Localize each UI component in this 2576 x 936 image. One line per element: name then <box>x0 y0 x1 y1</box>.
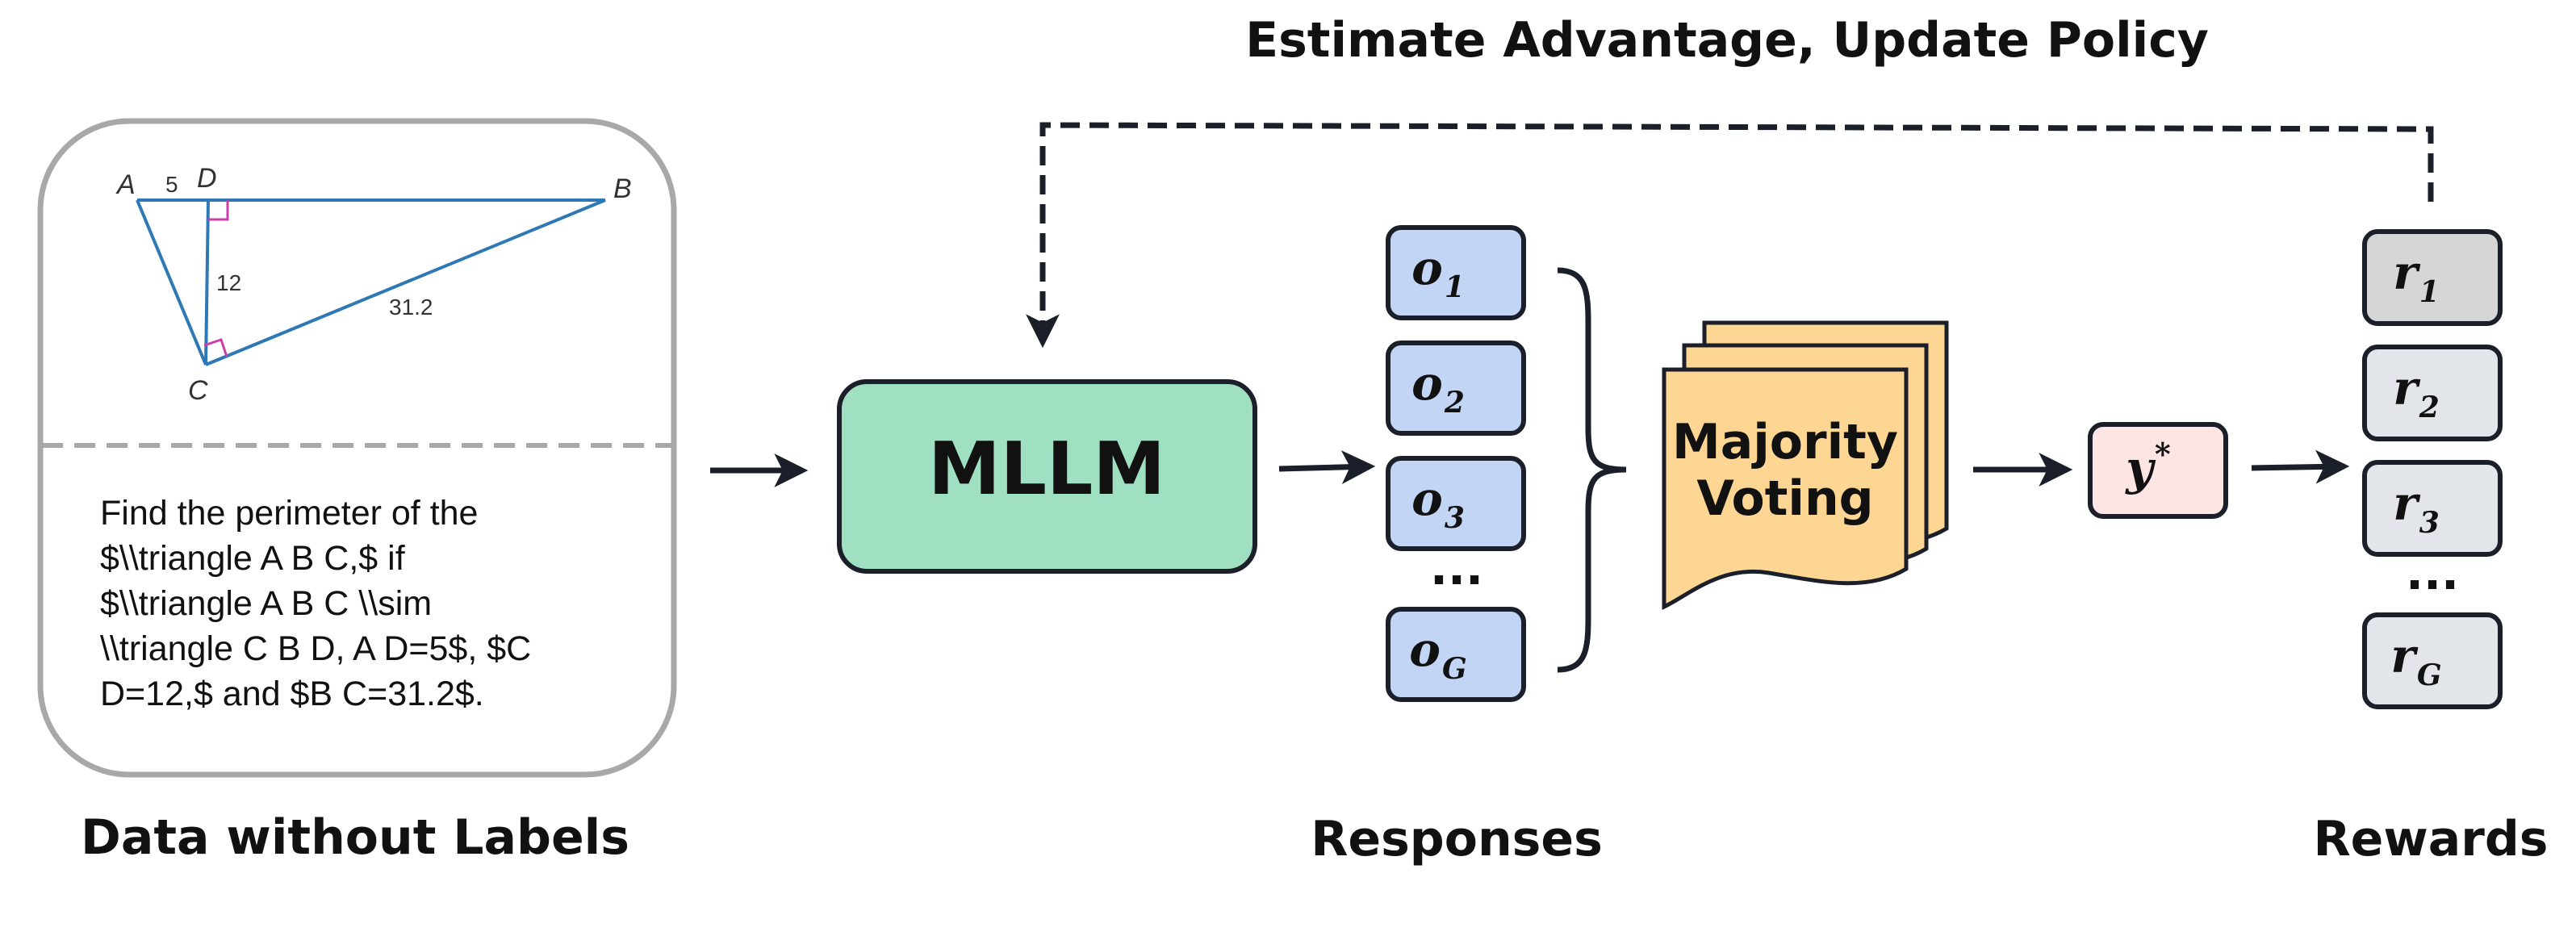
model-label: MLLM <box>928 427 1165 512</box>
reward-symbol: r <box>2393 476 2421 531</box>
reward-subscript: 3 <box>2419 506 2440 540</box>
reward-box-g: rG <box>2362 612 2503 709</box>
edge-cd <box>204 199 210 366</box>
reward-box-3: r3 <box>2362 460 2503 557</box>
majority-voting-stack: Majority Voting <box>1662 320 1949 610</box>
problem-line: \\triangle C B D, A D=5$, $C <box>100 629 532 668</box>
reward-symbol: r <box>2393 245 2421 300</box>
arrow-model-to-responses <box>1278 449 1376 484</box>
response-symbol: o <box>1411 356 1443 411</box>
problem-statement: Find the perimeter of the $\\triangle A … <box>100 491 649 717</box>
reward-symbol: r <box>2393 361 2421 416</box>
responses-caption: Responses <box>1311 811 1603 867</box>
reward-subscript: 1 <box>2419 275 2440 309</box>
length-label-ad: 5 <box>165 172 178 197</box>
problem-line: $\\triangle A B C \\sim <box>100 584 433 623</box>
reward-symbol: r <box>2390 629 2419 683</box>
svg-text:r2: r2 <box>2393 361 2440 424</box>
vertex-label-c: C <box>188 375 208 406</box>
rewards-ellipsis: ... <box>2406 545 2459 600</box>
response-symbol: o <box>1411 240 1443 295</box>
response-box-1: o1 <box>1386 225 1526 320</box>
feedback-loop-arrow <box>1026 122 2434 349</box>
consensus-symbol: y <box>2124 441 2156 495</box>
consensus-superscript: * <box>2155 436 2171 472</box>
response-subscript: 3 <box>1445 501 1465 535</box>
voting-label-line2: Voting <box>1696 470 1873 527</box>
edge-bc <box>205 198 606 366</box>
svg-text:r3: r3 <box>2393 476 2440 540</box>
right-angle-mark-d <box>208 200 229 221</box>
edge-ac <box>136 199 207 366</box>
consensus-box <box>2088 422 2228 519</box>
rewards-caption: Rewards <box>2313 811 2548 867</box>
response-symbol: o <box>1411 471 1443 526</box>
responses-brace <box>1557 267 1627 673</box>
reward-subscript: 2 <box>2419 391 2440 424</box>
voting-page-front <box>1662 367 1909 610</box>
model-block: MLLM <box>837 379 1257 574</box>
input-panel: A D B C 5 12 31.2 <box>37 118 677 778</box>
response-subscript: 2 <box>1444 386 1465 420</box>
response-symbol: o <box>1409 622 1441 677</box>
length-label-bc: 31.2 <box>389 295 433 320</box>
problem-line: D=12,$ and $B C=31.2$. <box>100 675 484 713</box>
model-box <box>837 379 1257 574</box>
voting-label-line1: Majority <box>1672 414 1898 470</box>
input-panel-caption: Data without Labels <box>81 809 629 866</box>
svg-text:y*: y* <box>2124 436 2171 495</box>
input-panel-frame <box>37 118 677 778</box>
arrow-consensus-to-rewards <box>2251 449 2350 484</box>
svg-text:o3: o3 <box>1411 471 1465 535</box>
reward-box-1: r1 <box>2362 229 2503 326</box>
responses-column: o1 o2 o3 ... oG <box>1386 225 1526 702</box>
reward-box-2: r2 <box>2362 345 2503 441</box>
response-box-2: o2 <box>1386 341 1526 436</box>
svg-text:rG: rG <box>2390 629 2441 692</box>
length-label-cd: 12 <box>216 270 241 295</box>
problem-line: Find the perimeter of the <box>100 494 479 533</box>
vertex-label-d: D <box>197 163 217 194</box>
response-subscript: G <box>1442 652 1467 686</box>
rewards-column: r1 r2 r3 ... rG <box>2362 229 2503 709</box>
vertex-label-a: A <box>115 169 136 200</box>
reward-subscript: G <box>2417 658 2442 692</box>
responses-ellipsis: ... <box>1430 541 1483 595</box>
response-box-g: oG <box>1386 607 1526 702</box>
svg-text:oG: oG <box>1409 622 1466 686</box>
triangle-figure: A D B C 5 12 31.2 <box>115 163 632 406</box>
svg-text:o1: o1 <box>1411 240 1465 304</box>
right-angle-mark-c <box>203 338 228 357</box>
problem-line: $\\triangle A B C,$ if <box>100 539 405 578</box>
vertex-label-b: B <box>613 173 632 204</box>
svg-text:r1: r1 <box>2393 245 2440 309</box>
response-box-3: o3 <box>1386 456 1526 551</box>
response-subscript: 1 <box>1445 270 1465 304</box>
svg-text:o2: o2 <box>1411 356 1465 420</box>
diagram-title: Estimate Advantage, Update Policy <box>1245 12 2209 69</box>
consensus-answer: y* <box>2088 422 2228 519</box>
